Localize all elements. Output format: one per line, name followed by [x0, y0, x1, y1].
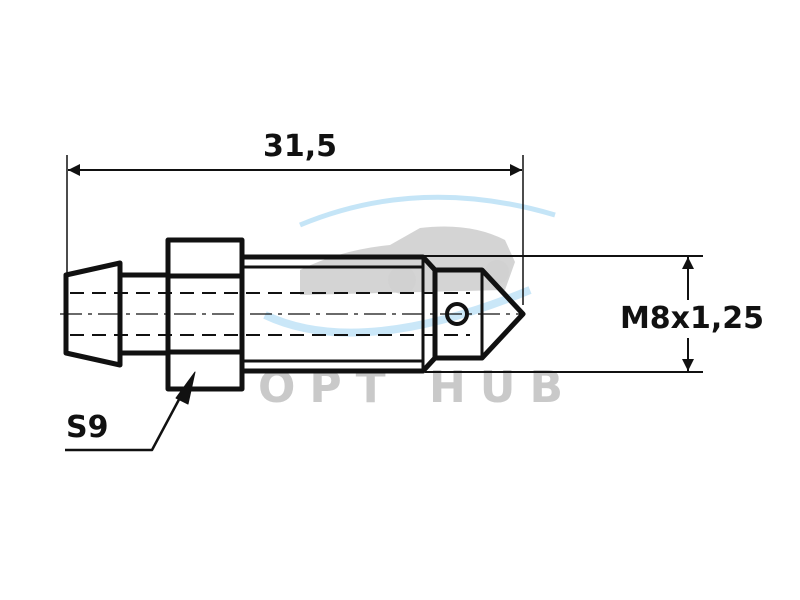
watermark-logo: OPT HUB — [258, 194, 563, 413]
neck — [120, 272, 168, 356]
bore-hidden-lines — [70, 292, 470, 336]
hose-nozzle — [63, 260, 123, 368]
wrench-size-label: S9 — [66, 410, 108, 445]
length-dimension-label: 31,5 — [263, 129, 337, 164]
wrench-size-leader — [65, 391, 185, 452]
threaded-body — [242, 254, 438, 374]
cone-tip — [435, 267, 526, 361]
thread-dimension-label: M8x1,25 — [620, 301, 764, 336]
